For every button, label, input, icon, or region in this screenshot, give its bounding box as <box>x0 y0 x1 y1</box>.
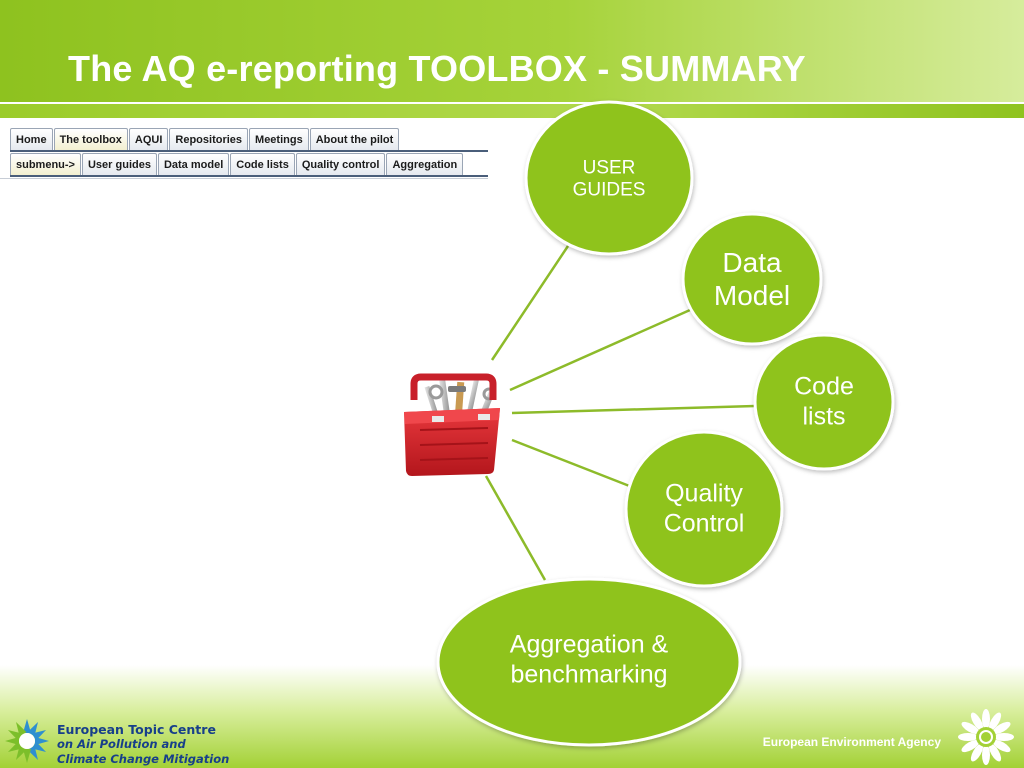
etc-logo-line: on Air Pollution and <box>57 737 186 751</box>
main-nav-underline <box>10 150 488 152</box>
node-label-line: Quality <box>665 479 743 508</box>
eea-agency-name: European Environment Agency <box>762 735 941 749</box>
eea-logo-icon <box>958 709 1014 765</box>
node-label-line: Aggregation & <box>509 630 669 659</box>
connector-quality-control <box>511 438 633 489</box>
node-label-quality-control: Quality Control <box>664 480 745 539</box>
node-label-user-guides: USER GUIDES <box>573 158 646 203</box>
node-data-model[interactable] <box>681 212 823 346</box>
connector-code-lists <box>511 404 756 415</box>
slide-title: The AQ e-reporting TOOLBOX - SUMMARY <box>68 48 806 89</box>
node-label-line: Control <box>663 509 745 537</box>
node-label-line: USER <box>582 157 636 179</box>
header-stripe <box>0 104 1024 118</box>
sub-nav-underline <box>10 175 488 177</box>
subtab-data-model[interactable]: Data model <box>157 153 230 175</box>
etc-logo-line: Climate Change Mitigation <box>57 752 230 766</box>
node-label-line: benchmarking <box>510 660 668 688</box>
node-quality-control[interactable] <box>624 430 784 588</box>
subtab-aggregation[interactable]: Aggregation <box>386 153 464 175</box>
node-code-lists[interactable] <box>753 333 895 471</box>
etc-logo-line: European Topic Centre <box>57 722 216 737</box>
tab-the-toolbox[interactable]: The toolbox <box>53 128 128 150</box>
connector-data-model <box>509 308 691 392</box>
header-bar: The AQ e-reporting TOOLBOX - SUMMARY <box>0 0 1024 102</box>
connector-user-guides <box>490 245 570 361</box>
subtab-quality-control[interactable]: Quality control <box>295 153 386 175</box>
node-label-line: Model <box>713 280 791 311</box>
subtab-user-guides[interactable]: User guides <box>81 153 157 175</box>
nav-divider <box>0 178 488 179</box>
node-label-code-lists: Code lists <box>794 373 854 432</box>
node-label-line: lists <box>802 402 846 430</box>
etc-logo-icon <box>5 719 49 763</box>
tab-meetings[interactable]: Meetings <box>249 128 309 150</box>
tab-about-the-pilot[interactable]: About the pilot <box>309 128 400 150</box>
node-label-line: Data <box>722 246 782 278</box>
etc-logo-text: European Topic Centre on Air Pollution a… <box>57 722 229 767</box>
tab-repositories[interactable]: Repositories <box>169 128 249 150</box>
node-label-data-model: Data Model <box>714 246 790 312</box>
node-label-aggregation: Aggregation & benchmarking <box>510 631 668 690</box>
tab-home[interactable]: Home <box>10 128 53 150</box>
subtab-code-lists[interactable]: Code lists <box>230 153 295 175</box>
connector-aggregation <box>484 475 547 581</box>
toolbox-icon <box>404 373 500 476</box>
tab-aqui[interactable]: AQUI <box>128 128 169 150</box>
node-aggregation[interactable] <box>436 577 742 747</box>
node-user-guides[interactable] <box>524 100 694 256</box>
node-label-line: GUIDES <box>572 180 646 201</box>
node-label-line: Code <box>794 372 854 401</box>
subtab-submenu[interactable]: submenu-> <box>10 153 81 175</box>
